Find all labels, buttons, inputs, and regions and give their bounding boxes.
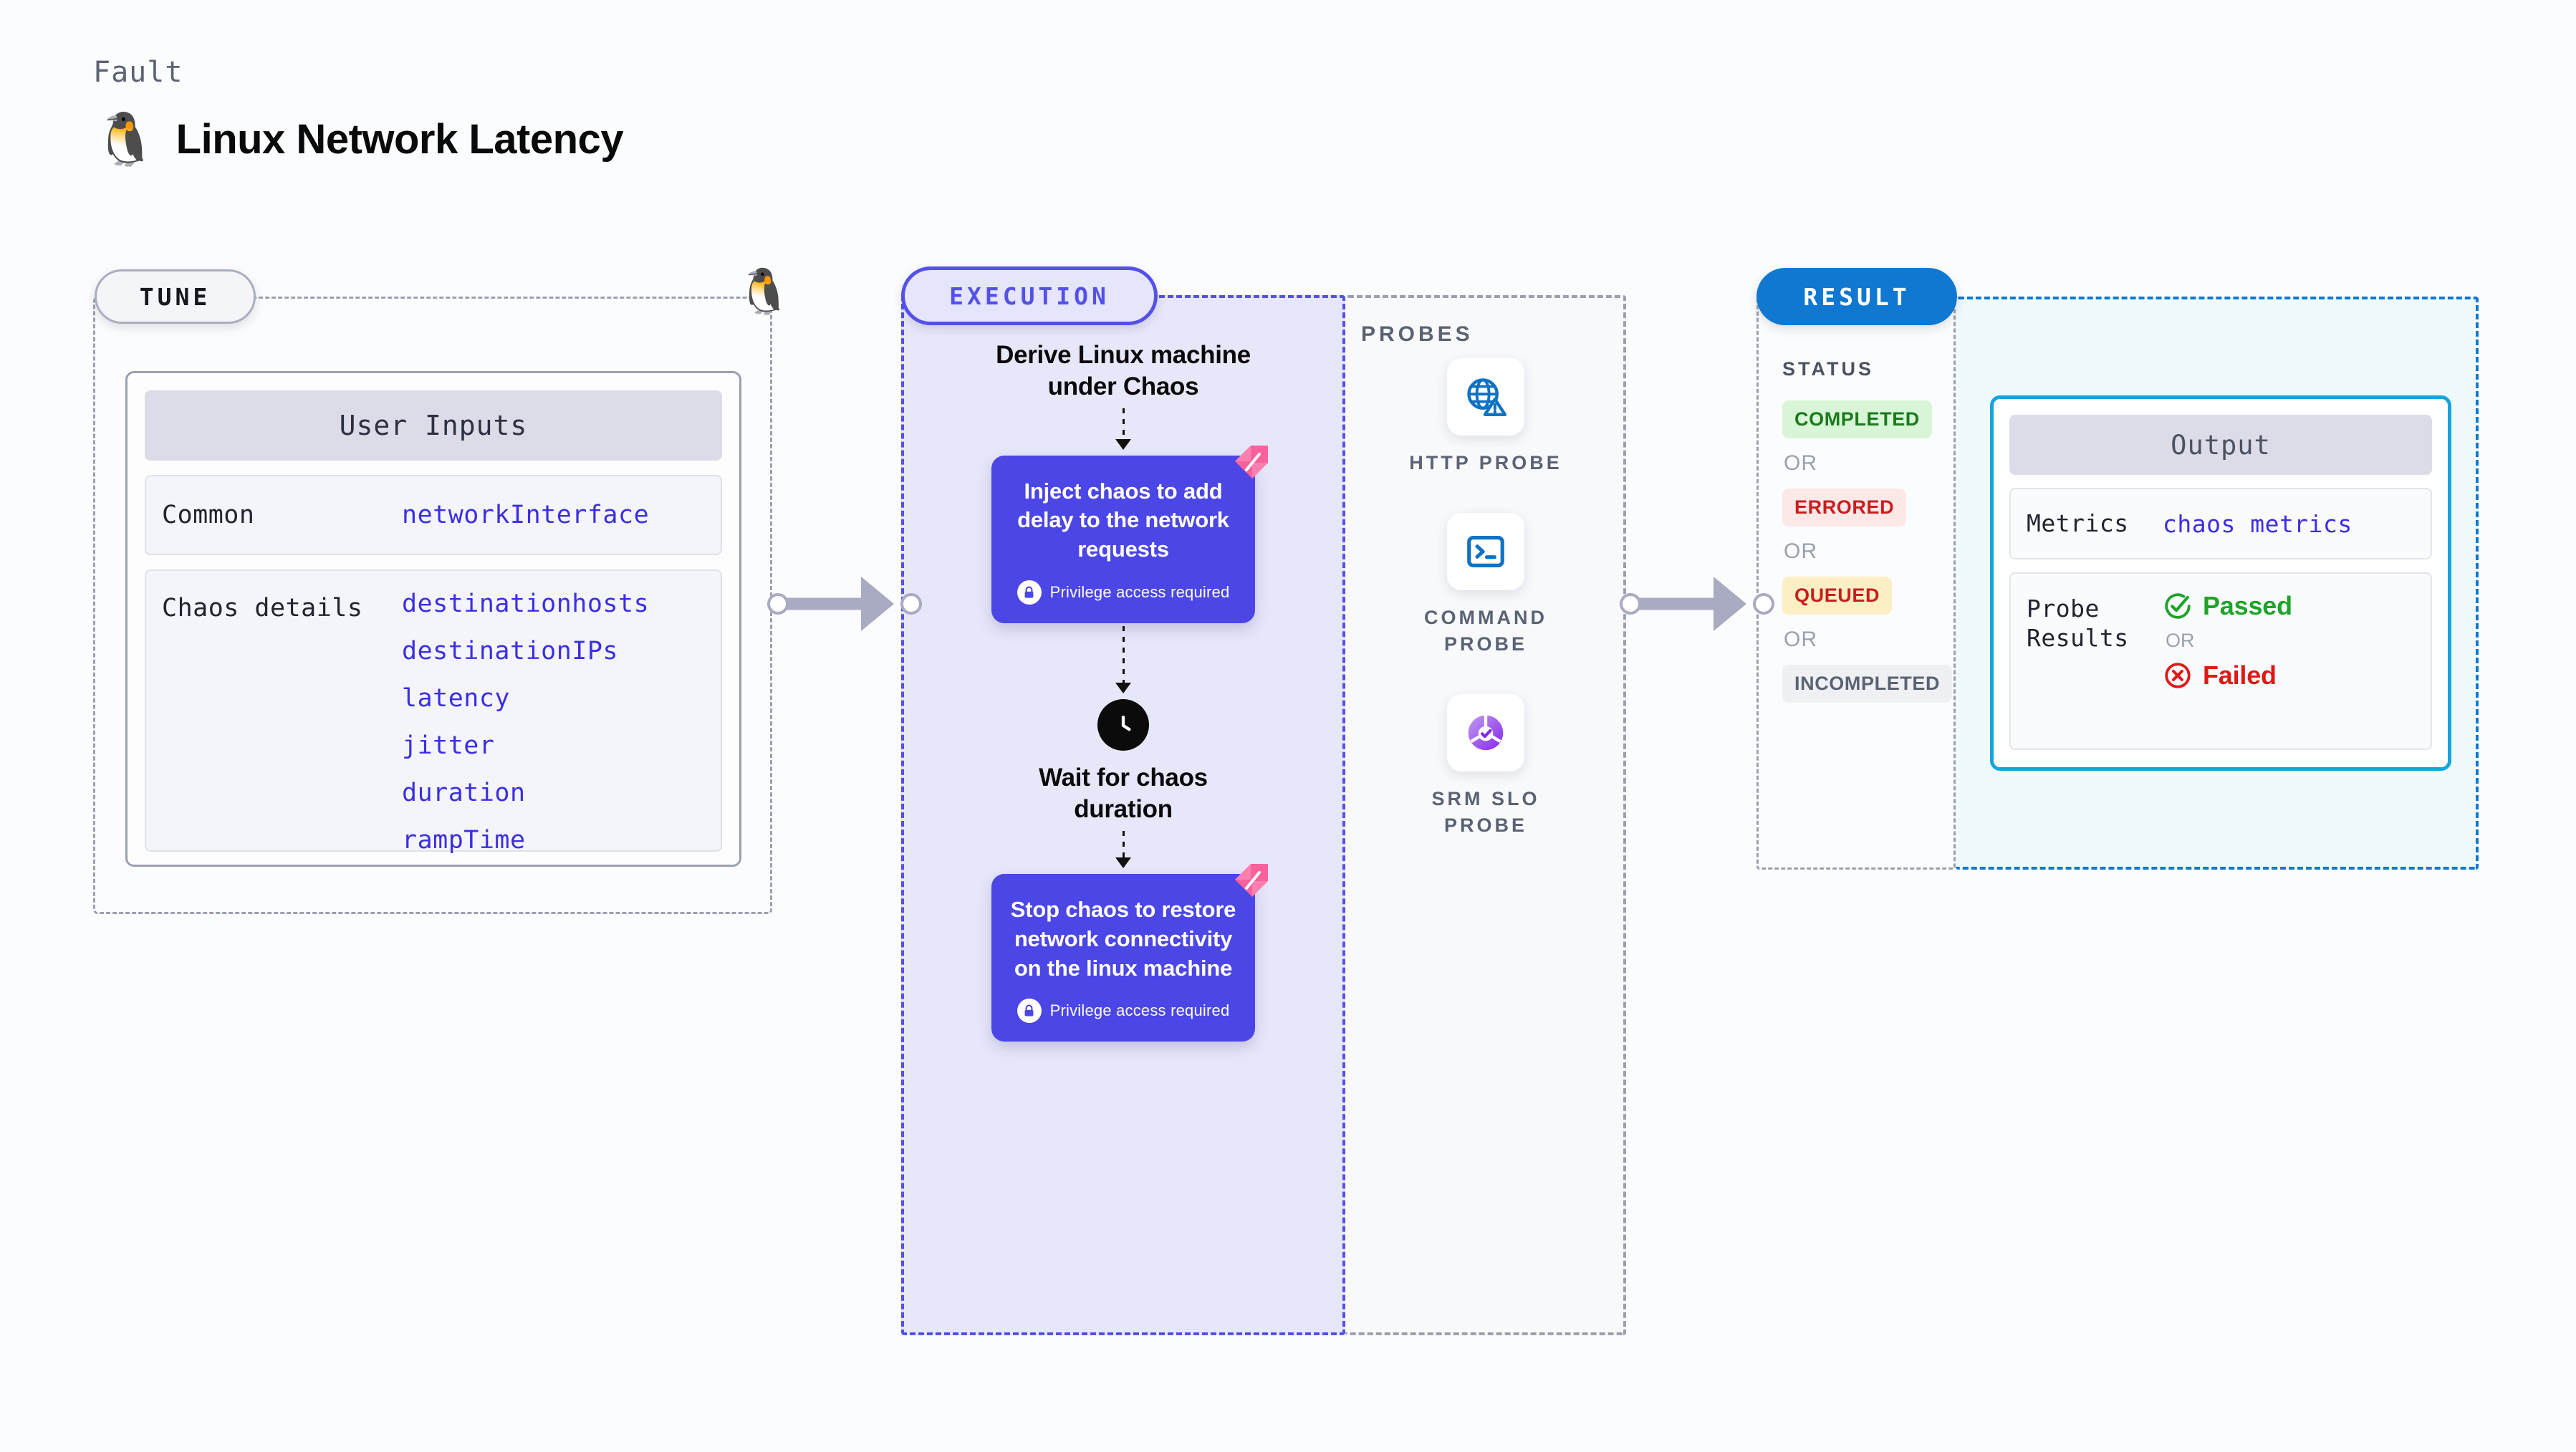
x-circle-icon	[2165, 663, 2191, 688]
page-title-row: 🐧 Linux Network Latency	[93, 109, 624, 169]
input-value: latency	[402, 684, 511, 713]
input-value: duration	[402, 779, 526, 807]
status-badge-errored: ERRORED	[1782, 489, 1907, 527]
flow-step-derive-machine: Derive Linux machine under Chaos	[996, 341, 1251, 400]
status-heading: STATUS	[1782, 358, 1874, 380]
privilege-text: Privilege access required	[1049, 583, 1230, 602]
input-row-common: Common networkInterface	[145, 475, 722, 555]
connector-tune-to-execution	[767, 577, 922, 631]
verdict-passed: Passed	[2163, 591, 2292, 621]
probe-label: COMMAND PROBE	[1424, 607, 1547, 655]
connector-execution-to-result	[1620, 577, 1774, 631]
status-badge-queued: QUEUED	[1782, 577, 1893, 615]
linux-penguin-icon: 🐧	[93, 109, 158, 169]
lock-icon	[1017, 580, 1042, 605]
input-value: rampTime	[402, 826, 526, 855]
privilege-note: Privilege access required	[1010, 580, 1236, 605]
page-title: Linux Network Latency	[176, 115, 624, 163]
verdict-or-label: OR	[2166, 630, 2195, 651]
output-row-metrics: Metrics chaos metrics	[2009, 488, 2432, 559]
output-row-probe-results: Probe Results Passed OR Failed	[2009, 572, 2432, 750]
input-row-label: Common	[162, 501, 255, 529]
clock-icon	[1097, 699, 1149, 751]
input-value: destinationIPs	[402, 637, 619, 665]
probe-item-http[interactable]: HTTP PROBE	[1409, 358, 1562, 476]
probe-tile	[1447, 358, 1524, 436]
lock-icon	[1017, 999, 1042, 1024]
execution-flow-column: Derive Linux machine under Chaos Inject …	[901, 295, 1345, 1335]
input-row-chaos-details: Chaos details destinationhosts destinati…	[145, 569, 722, 855]
status-badge-incompleted: INCOMPLETED	[1782, 665, 1953, 703]
connector-handle-start	[767, 593, 789, 615]
probe-label: HTTP PROBE	[1409, 452, 1562, 473]
terminal-icon	[1467, 536, 1504, 568]
connector-handle-end	[1753, 593, 1774, 615]
flow-arrow	[1122, 830, 1125, 867]
privilege-text: Privilege access required	[1049, 1001, 1230, 1020]
check-circle-icon	[2165, 593, 2191, 619]
result-stage-pill[interactable]: RESULT	[1756, 268, 1957, 325]
verdict-label: Passed	[2203, 591, 2292, 620]
status-or-label: OR	[1784, 539, 1817, 563]
connector-handle-start	[1620, 593, 1641, 615]
verdict-failed: Failed	[2163, 660, 2292, 691]
probes-column: HTTP PROBE COMMAND PROBE	[1345, 358, 1626, 838]
input-row-values: destinationhosts destinationIPs latency …	[402, 590, 649, 855]
input-value: networkInterface	[402, 501, 650, 529]
probe-tile	[1446, 694, 1524, 772]
globe-warning-icon	[1467, 378, 1507, 416]
probe-item-srm-slo[interactable]: SRM SLO PROBE	[1431, 694, 1539, 838]
arrow-head	[861, 577, 894, 631]
verdict-label: Failed	[2203, 660, 2277, 690]
probe-tile	[1446, 513, 1524, 591]
privilege-note: Privilege access required	[1010, 999, 1236, 1024]
arrow-shaft	[778, 597, 864, 610]
linux-penguin-icon: 🐧	[736, 265, 792, 317]
probe-label: SRM SLO PROBE	[1431, 788, 1540, 836]
input-row-values: networkInterface	[402, 501, 649, 529]
output-row-value: chaos metrics	[2163, 509, 2352, 538]
status-column: STATUS COMPLETED OR ERRORED OR QUEUED OR…	[1782, 358, 1961, 703]
tune-stage-pill[interactable]: TUNE	[95, 269, 256, 324]
probes-heading: PROBES	[1361, 322, 1474, 346]
arrow-shaft	[1630, 597, 1716, 610]
output-row-label: Probe Results	[2027, 595, 2129, 653]
flow-step-stop-chaos-card[interactable]: Stop chaos to restore network connectivi…	[991, 863, 1268, 1042]
flow-step-inject-chaos-card[interactable]: Inject chaos to add delay to the network…	[991, 445, 1268, 624]
pink-flag-icon	[1235, 445, 1268, 479]
flow-arrow	[1122, 408, 1125, 448]
status-or-label: OR	[1784, 628, 1817, 651]
output-row-label: Metrics	[2027, 509, 2129, 538]
status-or-label: OR	[1784, 451, 1817, 475]
probe-verdicts: Passed OR Failed	[2163, 591, 2292, 691]
slo-donut-check-icon	[1468, 716, 1504, 751]
status-badge-completed: COMPLETED	[1782, 400, 1932, 438]
input-row-label: Chaos details	[162, 594, 363, 622]
output-card-title: Output	[2009, 415, 2432, 475]
probe-item-command[interactable]: COMMAND PROBE	[1424, 513, 1547, 657]
card-title: Inject chaos to add delay to the network…	[1017, 478, 1229, 562]
fault-eyebrow-label: Fault	[93, 56, 183, 89]
flow-arrow	[1122, 626, 1125, 693]
user-inputs-title: User Inputs	[145, 390, 722, 461]
input-value: jitter	[402, 731, 495, 760]
arrow-head	[1714, 577, 1746, 631]
connector-handle-end	[900, 593, 922, 615]
flow-step-wait-duration: Wait for chaos duration	[1039, 764, 1208, 823]
input-value: destinationhosts	[402, 590, 650, 618]
probes-region	[1345, 295, 1626, 1335]
user-inputs-card: User Inputs Common networkInterface Chao…	[125, 371, 741, 867]
pink-flag-icon	[1235, 863, 1268, 897]
execution-stage-pill[interactable]: EXECUTION	[901, 266, 1158, 325]
card-title: Stop chaos to restore network connectivi…	[1010, 896, 1236, 981]
output-card: Output Metrics chaos metrics Probe Resul…	[1990, 395, 2451, 771]
